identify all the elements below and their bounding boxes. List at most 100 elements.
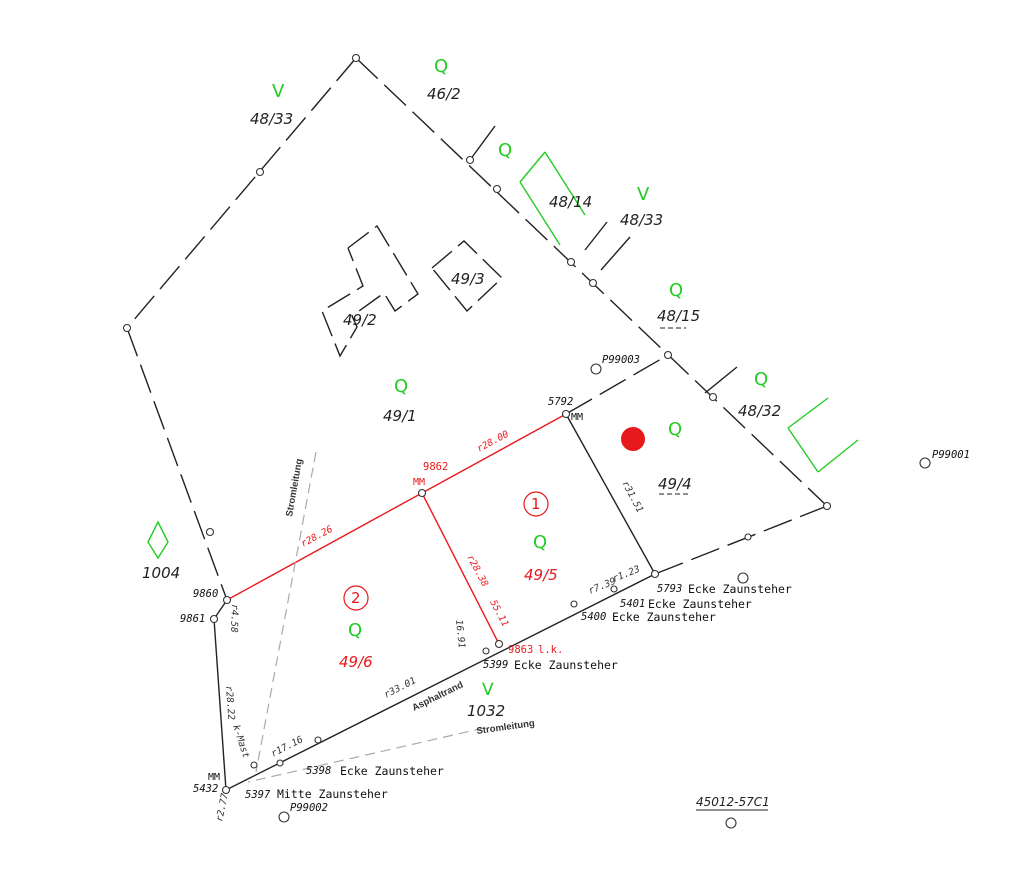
node-9862 bbox=[417, 488, 427, 498]
mm-markers: MM MM MM bbox=[208, 412, 583, 783]
buildings bbox=[321, 224, 504, 358]
label-kmast: k-Mast bbox=[230, 724, 251, 760]
label-9863: 9863 bbox=[508, 644, 533, 656]
label-9861: 9861 bbox=[180, 613, 205, 625]
label-5397: 5397 bbox=[245, 789, 271, 801]
node-9863 bbox=[494, 639, 504, 649]
label-P99003: P99003 bbox=[602, 354, 640, 366]
label-asphaltrand: Asphaltrand bbox=[410, 679, 465, 713]
label-5400: 5400 bbox=[581, 611, 606, 623]
tick-mark bbox=[704, 366, 738, 394]
measure-31-51: r31.51 bbox=[619, 479, 645, 514]
parcel-1032: 1032 bbox=[467, 702, 505, 720]
parcel-48-33-b: 48/33 bbox=[620, 211, 663, 229]
green-mark bbox=[519, 151, 546, 183]
mm-marker: MM bbox=[208, 772, 220, 783]
mm-marker: MM bbox=[413, 477, 425, 488]
point-5793-ref bbox=[737, 572, 749, 584]
measure-4-58: r4.58 bbox=[228, 604, 240, 633]
measure-17-16: r17.16 bbox=[269, 734, 305, 760]
desc-5397: Mitte Zaunsteher bbox=[277, 787, 388, 801]
lot-circle bbox=[523, 491, 549, 517]
parcel-49-2: 49/2 bbox=[343, 311, 377, 329]
parcel-49-5: 49/5 bbox=[524, 566, 558, 584]
use-symbols: V Q Q V Q Q Q Q Q Q V bbox=[272, 56, 768, 700]
measure-1-23: r1.23 bbox=[611, 564, 642, 585]
symbol-q: Q bbox=[498, 140, 512, 161]
parcel-49-4: 49/4 bbox=[658, 475, 692, 493]
measure-33-01: r33.01 bbox=[382, 675, 418, 700]
node-5432 bbox=[221, 785, 231, 795]
label-5399: 5399 bbox=[483, 659, 508, 671]
point-P99001 bbox=[919, 457, 931, 469]
label-stromleitung-2: Stromleitung bbox=[476, 718, 536, 737]
mm-marker: MM bbox=[571, 412, 583, 423]
node bbox=[351, 53, 361, 63]
label-P99001: P99001 bbox=[932, 449, 970, 461]
point-labels: P99003 P99001 P99002 5792 9862 9860 9861… bbox=[180, 354, 970, 814]
node-5792 bbox=[561, 409, 571, 419]
symbol-q: Q bbox=[434, 56, 448, 77]
location-marker[interactable] bbox=[621, 427, 645, 451]
measure-16-91: 16.91 bbox=[453, 619, 467, 649]
desc-5793: Ecke Zaunsteher bbox=[688, 582, 792, 596]
tick-mark bbox=[469, 125, 496, 161]
new-boundary-divider bbox=[421, 492, 500, 645]
boundary-49-4-top bbox=[565, 354, 669, 415]
node-5397 bbox=[276, 759, 284, 767]
symbol-q: Q bbox=[348, 620, 362, 641]
lot-circle bbox=[343, 585, 369, 611]
symbol-q: Q bbox=[533, 532, 547, 553]
label-5398: 5398 bbox=[306, 765, 331, 777]
label-lk: l.k. bbox=[538, 644, 563, 656]
new-lot-numbers: 1 2 bbox=[343, 491, 549, 611]
point-descriptions: Ecke Zaunsteher Ecke Zaunsteher Ecke Zau… bbox=[277, 582, 792, 801]
node-5398 bbox=[314, 736, 322, 744]
parcel-labels: 48/33 46/2 48/14 48/33 49/2 49/3 48/15 4… bbox=[142, 85, 781, 811]
label-9862: 9862 bbox=[423, 461, 448, 473]
measure-28-22: r28.22 bbox=[223, 685, 236, 720]
parcel-46-2: 46/2 bbox=[427, 85, 461, 103]
label-5793: 5793 bbox=[657, 583, 682, 595]
green-mark bbox=[817, 439, 859, 473]
point-P99003 bbox=[590, 363, 602, 375]
new-boundaries bbox=[226, 413, 567, 645]
symbol-q: Q bbox=[754, 369, 768, 390]
node-9861 bbox=[209, 614, 219, 624]
diamond-symbol bbox=[147, 520, 169, 560]
building-49-2 bbox=[321, 224, 419, 358]
node bbox=[822, 501, 832, 511]
node bbox=[708, 392, 718, 402]
boundary-road bbox=[225, 573, 656, 791]
parcel-48-33-a: 48/33 bbox=[250, 110, 293, 128]
green-mark bbox=[787, 397, 829, 429]
node bbox=[588, 278, 598, 288]
node bbox=[744, 533, 752, 541]
node bbox=[255, 167, 265, 177]
parcel-48-15: 48/15 bbox=[657, 307, 700, 325]
point-P99002 bbox=[278, 811, 290, 823]
lot-number-1: 1 bbox=[531, 495, 541, 513]
node-5400 bbox=[570, 600, 578, 608]
building-49-3 bbox=[431, 240, 504, 313]
survey-nodes bbox=[122, 53, 931, 829]
new-boundary-north bbox=[226, 413, 567, 601]
vegetation-marks bbox=[147, 151, 859, 560]
green-mark bbox=[544, 151, 586, 216]
measure-55-11: 55.11 bbox=[487, 598, 510, 628]
map-reference: 45012-57C1 bbox=[696, 795, 770, 809]
symbol-v: V bbox=[637, 184, 650, 205]
symbol-q: Q bbox=[669, 280, 683, 301]
parcel-49-6: 49/6 bbox=[339, 653, 373, 671]
node bbox=[122, 323, 132, 333]
node-5399 bbox=[482, 647, 490, 655]
point-ref bbox=[725, 817, 737, 829]
node bbox=[492, 184, 502, 194]
boundary-sw bbox=[213, 618, 227, 791]
symbol-v: V bbox=[482, 680, 494, 700]
boundary-49-4 bbox=[565, 413, 656, 575]
lot-number-2: 2 bbox=[351, 589, 361, 607]
symbol-q: Q bbox=[394, 376, 408, 397]
node bbox=[566, 257, 576, 267]
measure-2-77: r2.77 bbox=[214, 792, 231, 823]
